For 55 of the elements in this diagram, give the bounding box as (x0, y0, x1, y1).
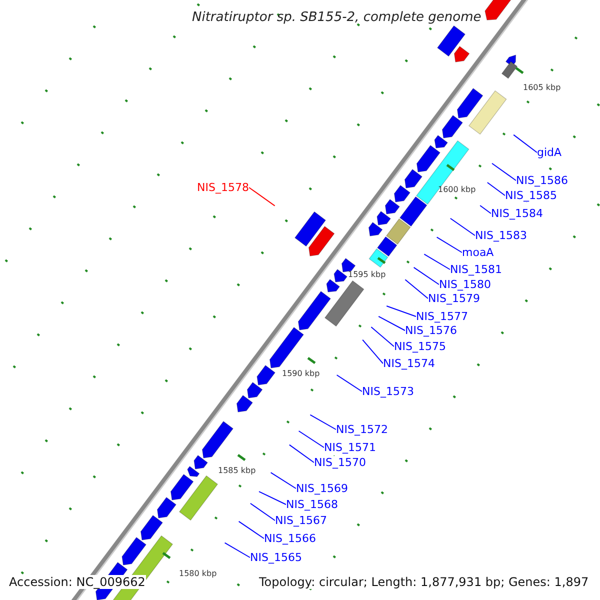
gene-label: NIS_1573 (362, 385, 414, 398)
leader-line (386, 306, 416, 317)
gene-label: NIS_1579 (428, 292, 480, 305)
gene-label: NIS_1585 (505, 189, 557, 202)
leader-line (480, 205, 492, 214)
leader-line (450, 218, 476, 236)
leader-line (310, 414, 336, 430)
scale-label: 1590 kbp (282, 369, 320, 379)
gene-label: NIS_1568 (286, 498, 338, 511)
leader-line (250, 502, 276, 521)
leader-line (436, 236, 462, 253)
scale-label: 1600 kbp (438, 185, 476, 195)
gene-label: moaA (462, 246, 494, 259)
scale-label: 1605 kbp (523, 83, 561, 93)
gene-label: NIS_1578 (197, 181, 249, 194)
gene-label: NIS_1565 (250, 551, 302, 564)
scale-label: 1595 kbp (348, 270, 386, 280)
scale-label: 1580 kbp (179, 569, 217, 579)
leader-line (404, 279, 428, 299)
leader-line (270, 472, 296, 489)
leader-line (413, 266, 440, 285)
gene-label: NIS_1581 (450, 263, 502, 276)
leader-line (258, 491, 286, 505)
gene-label: NIS_1580 (439, 278, 491, 291)
leader-line (513, 134, 538, 153)
footer-text: Topology: circular; Length: 1,877,931 bp; Genes: 1,897 (258, 575, 590, 589)
gene-label: NIS_1572 (336, 423, 388, 436)
leader-line (492, 162, 516, 181)
leader-line (288, 444, 314, 463)
leader-line (486, 182, 506, 196)
leader-line (370, 326, 394, 347)
footer-text: Accession: NC_009662 (8, 575, 146, 589)
gene-label: NIS_1584 (491, 207, 543, 220)
leader-line (224, 542, 250, 558)
gene-label: NIS_1570 (314, 456, 366, 469)
gene-label: NIS_1583 (475, 229, 527, 242)
leader-line (362, 339, 384, 364)
gene-label: NIS_1569 (296, 482, 348, 495)
gene-label: NIS_1577 (416, 310, 468, 323)
leader-line (336, 374, 362, 392)
gene-label: NIS_1567 (275, 514, 327, 527)
gene-label: NIS_1571 (324, 441, 376, 454)
leader-line (248, 187, 276, 206)
leader-line (378, 316, 406, 331)
gene-label: NIS_1575 (394, 340, 446, 353)
gene-label: NIS_1586 (516, 174, 568, 187)
leader-line (238, 520, 264, 539)
gene-label: NIS_1574 (383, 357, 435, 370)
gene-label: gidA (537, 146, 562, 159)
gene-label: NIS_1566 (264, 532, 316, 545)
title: Nitratiruptor sp. SB155-2, complete genome (192, 10, 482, 25)
leader-line (298, 430, 324, 448)
scale-label: 1585 kbp (218, 466, 256, 476)
leader-line (424, 254, 450, 270)
gene-label: NIS_1576 (405, 324, 457, 337)
